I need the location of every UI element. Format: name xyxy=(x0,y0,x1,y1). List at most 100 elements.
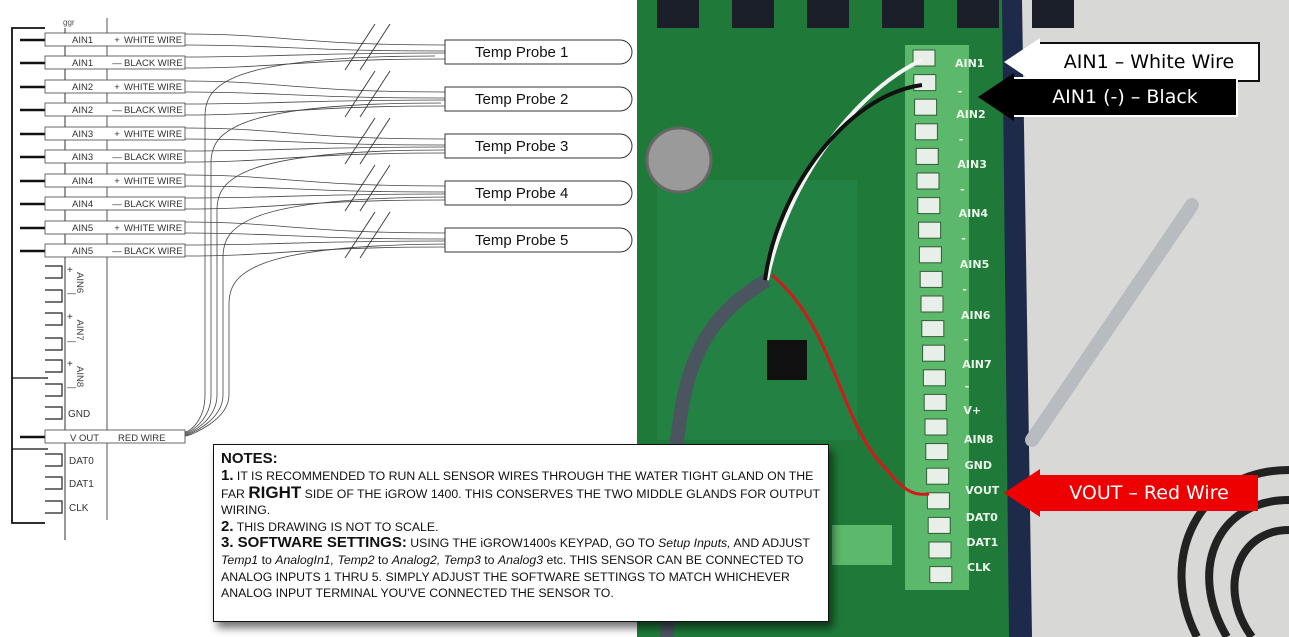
terminal-slot xyxy=(914,98,938,116)
wire-terminal-label: AIN4 xyxy=(72,199,93,210)
terminal-pin xyxy=(45,289,63,303)
terminal-slot xyxy=(927,516,951,534)
minus-sign: — xyxy=(67,336,76,346)
wire-terminal-label: AIN2 xyxy=(72,105,93,116)
relay-connector xyxy=(882,0,924,28)
temp-probe-label: Temp Probe 5 xyxy=(475,232,568,249)
wire-terminal-label: AIN5 xyxy=(72,246,93,257)
temp-probe-4 xyxy=(444,180,633,206)
wire-line xyxy=(184,99,446,105)
wire-sign: — xyxy=(112,246,122,257)
board-terminal-label: GND xyxy=(965,459,992,472)
controller-board-photo: AIN1-AIN2-AIN3-AIN4-AIN5-AIN6-AIN7-V+AIN… xyxy=(637,0,1289,637)
callout-ain1-black-wire: AIN1 (-) – Black xyxy=(978,73,1238,121)
terminal-pin xyxy=(45,337,63,351)
terminal-label-clk: CLK xyxy=(69,503,89,514)
terminal-slot xyxy=(922,344,946,362)
relay-connector xyxy=(657,0,699,28)
board-terminal-label: CLK xyxy=(967,561,991,574)
terminal-slot xyxy=(923,393,947,411)
board-terminal-label: AIN5 xyxy=(960,258,989,271)
note-number: 1. xyxy=(221,467,234,484)
note-1: 1. IT IS RECOMMENDED TO RUN ALL SENSOR W… xyxy=(221,467,821,519)
note-2: 2. THIS DRAWING IS NOT TO SCALE. xyxy=(221,518,821,536)
wire-label-box xyxy=(44,79,186,94)
board-terminal-label: - xyxy=(965,380,970,393)
relay-connector xyxy=(807,0,849,28)
wire-line xyxy=(184,91,446,99)
wire-line xyxy=(184,240,446,246)
wire-line xyxy=(184,58,446,69)
wire-terminal-label: AIN1 xyxy=(72,35,93,46)
board-terminal-label: AIN1 xyxy=(955,57,984,70)
temperature-probe xyxy=(1025,198,1199,447)
wire-line xyxy=(184,199,446,210)
board-terminal-label: - xyxy=(962,283,967,296)
callout-ain1-white-wire: AIN1 – White Wire xyxy=(1004,38,1260,86)
wire-line xyxy=(184,44,446,52)
terminal-slot xyxy=(918,221,942,239)
board-terminal-label: AIN7 xyxy=(962,358,991,371)
note-italic: Analog3 xyxy=(497,552,544,567)
break-mark xyxy=(359,23,391,71)
temp-probe-label: Temp Probe 4 xyxy=(475,185,568,202)
note-text: to xyxy=(480,552,498,567)
vout-terminal-label: V OUT xyxy=(70,433,99,444)
terminal-pin xyxy=(45,476,63,490)
wire-label-box xyxy=(44,243,186,258)
note-3: 3. SOFTWARE SETTINGS: USING THE iGROW140… xyxy=(221,535,821,601)
input-label: AIN8 xyxy=(74,366,85,387)
wire-line xyxy=(184,246,446,257)
minus-sign: — xyxy=(67,288,76,298)
board-terminal-label: AIN8 xyxy=(964,433,993,446)
board-terminal-label: - xyxy=(959,133,964,146)
terminal-slot xyxy=(922,369,946,387)
vout-wire-line xyxy=(184,149,448,435)
break-mark xyxy=(359,70,391,118)
wire-label-box xyxy=(44,32,186,47)
wire-color-label: BLACK WIRE xyxy=(124,152,183,163)
wire-color-label: BLACK WIRE xyxy=(124,199,183,210)
break-mark xyxy=(359,117,391,165)
vout-wire-label: RED WIRE xyxy=(118,433,166,444)
board-terminal-label: - xyxy=(964,333,969,346)
wire-terminal-label: AIN4 xyxy=(72,176,93,187)
vout-wire-line xyxy=(184,102,442,434)
callout-text: VOUT – Red Wire xyxy=(1069,482,1229,504)
note-text: IT IS RECOMMENDED TO RUN ALL SENSOR WIRE… xyxy=(221,469,814,501)
terminal-slot xyxy=(928,541,952,559)
terminal-slot xyxy=(926,467,950,485)
input-label: AIN7 xyxy=(74,320,85,341)
terminal-slot xyxy=(917,197,941,215)
board-outline xyxy=(11,27,45,524)
notes-box: NOTES: 1. IT IS RECOMMENDED TO RUN ALL S… xyxy=(213,444,829,622)
wire-line xyxy=(184,52,446,58)
wire-terminal-label: AIN5 xyxy=(72,223,93,234)
wire-terminal-label: AIN3 xyxy=(72,152,93,163)
wire-terminal-label: AIN2 xyxy=(72,82,93,93)
terminal-pin xyxy=(45,453,63,467)
top-label: ggr xyxy=(63,18,75,27)
callout-text: AIN1 (-) – Black xyxy=(1052,86,1198,108)
plus-sign: + xyxy=(67,265,73,276)
wire-sign: — xyxy=(112,199,122,210)
gnd-label: GND xyxy=(68,409,90,420)
coiled-cable xyxy=(1177,466,1289,637)
board-terminal-label: VOUT xyxy=(965,484,1000,497)
wire-line xyxy=(184,152,446,163)
black-wire xyxy=(763,83,923,281)
wire-line xyxy=(184,127,446,140)
vout-wire-line xyxy=(184,196,454,436)
break-mark xyxy=(344,117,376,165)
note-italic: Setup Inputs, xyxy=(658,536,731,551)
coin-battery xyxy=(645,126,713,194)
board-terminal-label: V+ xyxy=(963,404,981,417)
terminal-slot xyxy=(913,74,937,92)
note-italic: AnalogIn1, Temp2 xyxy=(275,552,375,567)
temp-probe-2 xyxy=(444,86,633,112)
wire-line xyxy=(184,80,446,93)
wire-line xyxy=(184,138,446,146)
terminal-slot xyxy=(924,418,948,436)
board-terminal-label: - xyxy=(958,85,963,98)
